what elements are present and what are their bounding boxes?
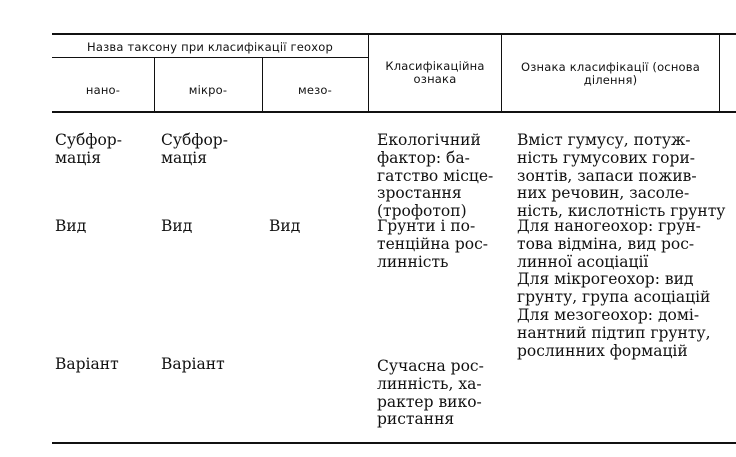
bottom-rule [52,442,736,444]
col-divider-feature-basis [501,35,502,111]
header-nano: нано- [85,83,121,97]
row2-micro: Вид [161,217,193,235]
row1-nano: Субфор- мація [55,131,122,167]
row1-micro: Субфор- мація [161,131,228,167]
row3-feature: Сучасна рос- линність, ха- рактер вико- … [377,357,484,429]
header-meso: мезо- [297,83,333,97]
row2-meso: Вид [269,217,301,235]
col-divider-basis-edge [719,35,720,111]
header-bottom-rule [52,111,736,113]
row2-feature: Грунти і по- тенційна рос- линність [377,217,489,271]
col-divider-nano-micro [154,58,155,111]
top-rule [52,33,736,35]
col-divider-taxon-feature [368,35,369,111]
row3-micro: Варіант [161,355,225,373]
col-divider-micro-meso [262,58,263,111]
header-taxon-group-title: Назва таксону при класифікації геохор [87,40,333,54]
header-classification-feature: Класифікаційна ознака [385,59,485,86]
row3-nano: Варіант [55,355,119,373]
row1-feature: Екологічний фактор: ба- гатство місце- з… [377,131,494,221]
header-classification-basis: Ознака класифікації (основа ділення) [520,60,701,87]
header-subdivider-rule [52,57,368,58]
row1-basis: Вміст гумусу, потуж- ність гумусових гор… [517,131,726,221]
row2-nano: Вид [55,217,87,235]
header-micro: мікро- [188,83,228,97]
row2-basis: Для наногеохор: грун- това відміна, вид … [517,217,711,360]
